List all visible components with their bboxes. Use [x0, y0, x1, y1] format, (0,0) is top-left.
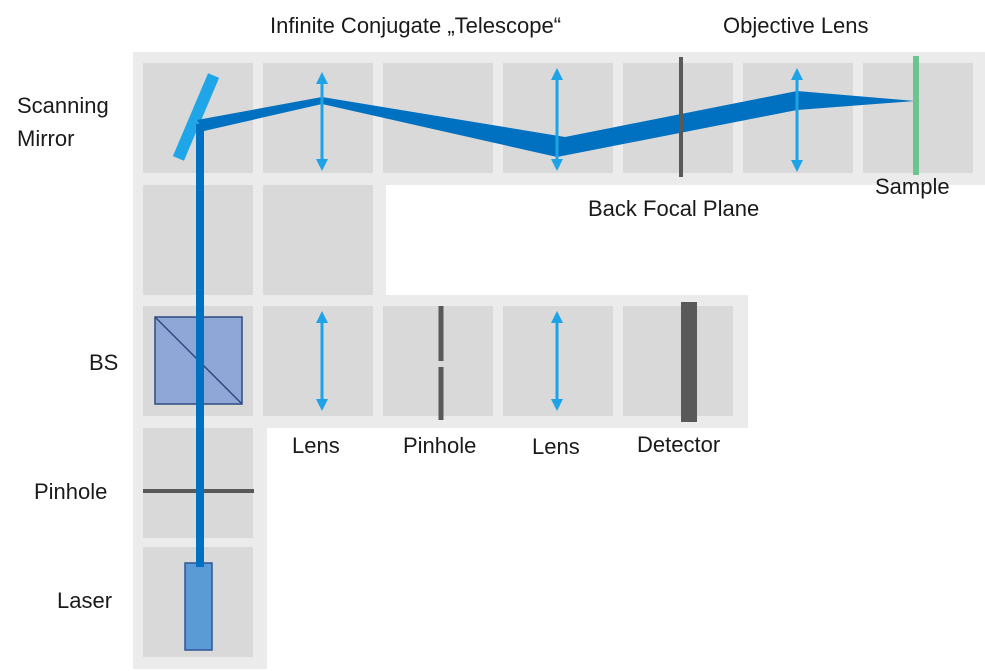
detector-label: Detector [637, 432, 721, 457]
laser-beam-scan-path [197, 91, 915, 157]
lens-arrows [316, 68, 803, 411]
beamsplitter-label: BS [89, 350, 119, 375]
laser-label: Laser [57, 588, 113, 613]
detect-pinhole-label: Pinhole [403, 433, 477, 458]
scanning-mirror-label-line1: Scanning [17, 93, 109, 118]
pinhole-label: Pinhole [34, 479, 108, 504]
detect-lens-1-label: Lens [292, 433, 340, 458]
telescope-label: Infinite Conjugate „Telescope“ [270, 13, 562, 38]
detect-lens-2-label: Lens [532, 434, 580, 459]
sample-label: Sample [875, 174, 950, 199]
cell-detect-lens-1 [263, 306, 373, 416]
cell-scan-lens [263, 63, 373, 173]
scanning-mirror-label-line2: Mirror [17, 126, 75, 151]
cell-detector [623, 306, 733, 416]
laser-source [184, 562, 213, 651]
cell-detect-pinhole [383, 306, 493, 416]
back-focal-plane-label: Back Focal Plane [588, 196, 760, 221]
cell-empty-2 [263, 185, 373, 295]
detector-element [681, 302, 697, 422]
scanning-mirror-element [172, 73, 220, 161]
objective-lens-label: Objective Lens [723, 13, 869, 38]
